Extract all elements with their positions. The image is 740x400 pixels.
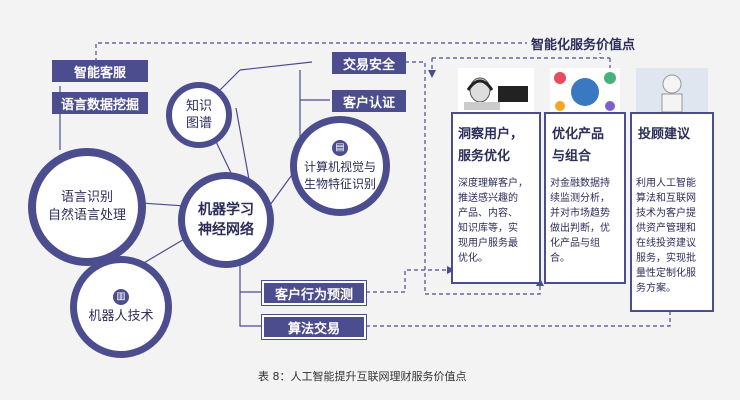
node-speech-line1: 语言识别: [60, 190, 113, 205]
customer-service-image: [458, 68, 534, 112]
node-robotics: ▥ 机器人技术: [70, 256, 172, 358]
bar-smart-customer-service: 智能客服: [52, 60, 148, 82]
node-knowledge-graph-label: 知识图谱: [185, 99, 212, 131]
card3-body-line: 在线投资建议: [636, 238, 696, 249]
card3-body-line: 算法和互联网: [636, 193, 696, 204]
card3-body-line: 量性定制化服: [636, 268, 696, 279]
card3-body-line: 供资产管理和: [636, 223, 696, 234]
card1-body-line: 现用户服务最: [458, 238, 518, 249]
card1-body: 深度理解客户， 推送感兴趣的 产品、内容、 知识库等，实 现用户服务最 优化。: [458, 176, 538, 266]
card3-body-line: 利用人工智能: [636, 178, 696, 189]
bar-transaction-security: 交易安全: [332, 52, 406, 74]
chart-icon: ▥: [113, 288, 129, 305]
node-knowledge-graph: 知识图谱: [166, 82, 232, 148]
card2-body-line: 合。: [550, 253, 570, 264]
card2-body-line: 并对市场趋势: [550, 208, 610, 219]
card-investment-advice: [630, 112, 714, 312]
card3-title: 投顾建议: [638, 127, 691, 142]
card1-title-line1: 洞察用户，: [458, 127, 524, 142]
card3-body-line: 服务，实现批: [636, 253, 696, 264]
bar-algorithmic-trading: 算法交易: [262, 315, 366, 339]
figure-caption: 表 8：人工智能提升互联网理财服务价值点: [258, 370, 467, 383]
card1-body-line: 推送感兴趣的: [458, 193, 518, 204]
document-icon: ▤: [332, 139, 348, 156]
node-machine-learning: 机器学习 神经网络: [178, 172, 274, 268]
card1-title-line2: 服务优化: [458, 149, 511, 164]
node-speech-recognition: 语言识别 自然语言处理: [28, 148, 146, 266]
analytics-image: [550, 68, 620, 112]
card3-body-line: 务方案。: [636, 283, 676, 294]
card-user-insight: [451, 112, 541, 284]
card1-body-line: 优化。: [458, 253, 488, 264]
node-cv-line2: 生物特征识别: [303, 176, 376, 191]
card2-body: 对金融数据持 续监测分析， 并对市场趋势 做出判断，优 化产品与组 合。: [550, 176, 624, 266]
node-speech-line2: 自然语言处理: [47, 208, 126, 223]
card1-body-line: 知识库等，实: [458, 223, 518, 234]
node-robot-label: 机器人技术: [88, 308, 154, 324]
robot-advisor-image: [636, 68, 708, 113]
card2-body-line: 做出判断，优: [550, 223, 610, 234]
card2-body-line: 化产品与组: [550, 238, 600, 249]
bar-customer-authentication: 客户认证: [332, 90, 406, 112]
card2-body-line: 续监测分析，: [550, 193, 610, 204]
card1-body-line: 产品、内容、: [458, 208, 518, 219]
card2-title-line1: 优化产品: [552, 127, 605, 142]
bar-language-data-mining: 语言数据挖掘: [52, 92, 148, 114]
card-product-optimization: [544, 112, 626, 284]
card1-body-line: 深度理解客户，: [458, 178, 528, 189]
card2-body-line: 对金融数据持: [550, 178, 610, 189]
card3-body: 利用人工智能 算法和互联网 技术为客户提 供资产管理和 在线投资建议 服务，实现…: [636, 176, 712, 296]
header-title: 智能化服务价值点: [527, 34, 640, 53]
node-cv-line1: 计算机视觉与: [303, 159, 376, 174]
node-computer-vision: ▤ 计算机视觉与 生物特征识别: [290, 116, 390, 216]
card3-body-line: 技术为客户提: [636, 208, 696, 219]
bar-customer-behavior-prediction: 客户行为预测: [262, 281, 366, 305]
card2-title-line2: 与组合: [552, 149, 592, 164]
node-ml-line1: 机器学习: [198, 202, 254, 218]
node-ml-line2: 神经网络: [198, 222, 254, 238]
